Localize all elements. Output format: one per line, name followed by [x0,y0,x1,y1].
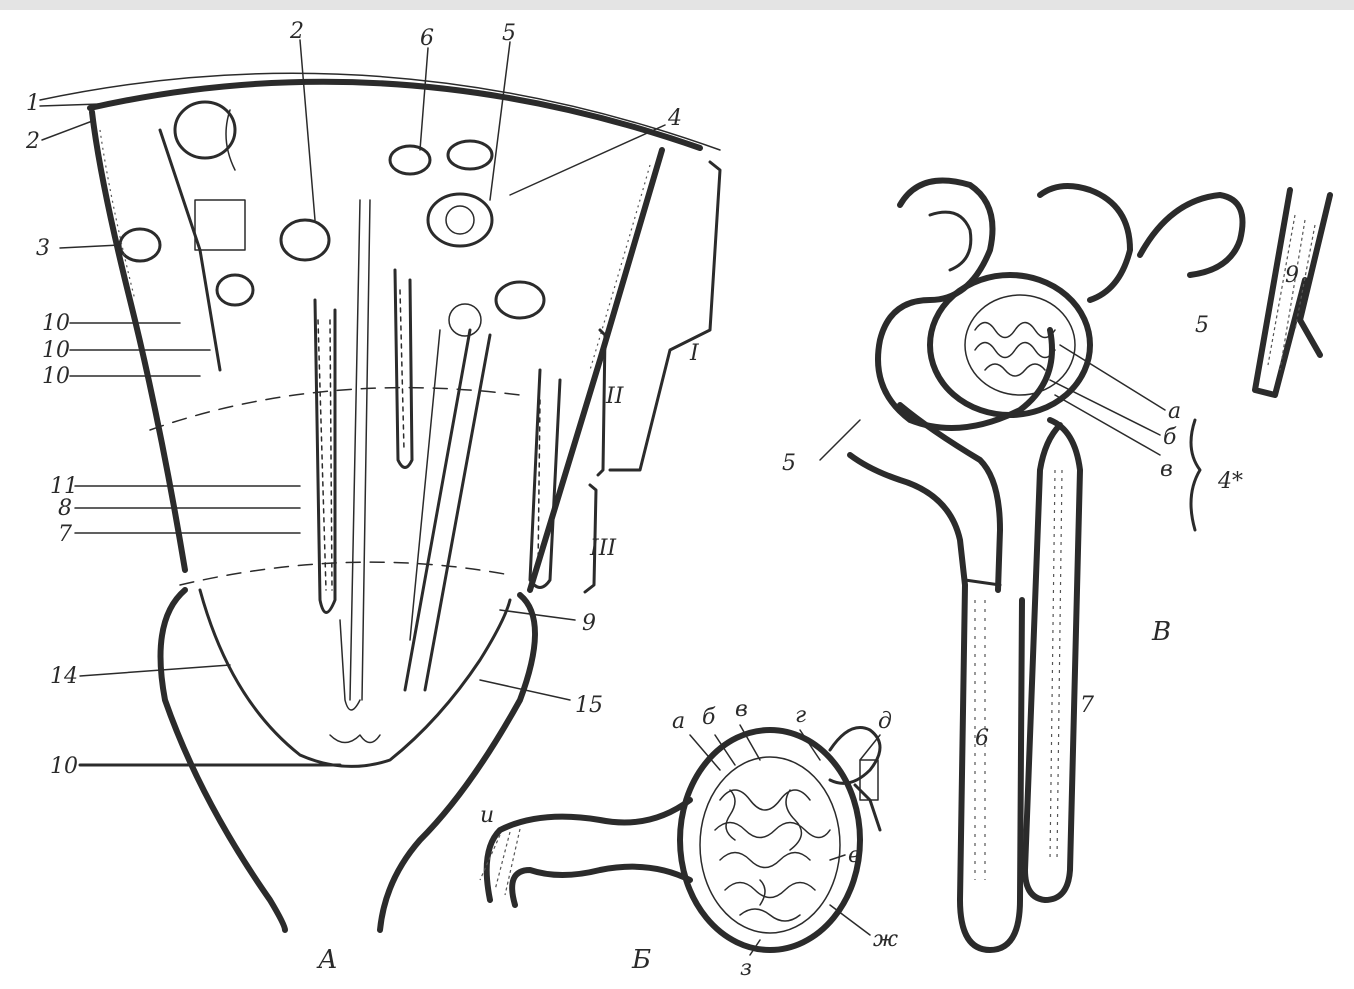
label-a-3: 3 [36,236,50,261]
label-a-6: 6 [420,26,434,51]
label-b-a: а [672,709,685,734]
label-a-zone-III: III [589,536,617,561]
label-a-10-bottom: 10 [50,754,78,779]
panel-label-a: А [316,945,338,975]
label-b-d: д [878,709,892,734]
label-b-v: в [735,697,748,722]
label-v-9: 9 [1285,263,1299,288]
label-a-zone-I: I [689,341,700,366]
label-b-b: б [702,705,716,730]
panel-a-renal-lobe [40,73,720,930]
panel-b-renal-corpuscle [480,728,880,951]
label-a-10-second: 10 [42,338,70,363]
label-v-7: 7 [1080,693,1094,718]
label-a-2-top: 2 [289,19,304,44]
label-v-5-left: 5 [782,451,796,476]
label-a-10-third: 10 [42,364,70,389]
label-a-15: 15 [575,693,603,718]
label-v-v: в [1160,457,1173,482]
lobe-left-border [92,112,185,570]
label-a-9: 9 [582,611,596,636]
panel-v-nephron [850,181,1330,951]
panel-label-b: Б [631,945,651,975]
label-a-4: 4 [667,106,682,131]
glomerular-capsule [680,730,860,950]
label-v-6: 6 [975,726,989,751]
label-a-5: 5 [502,21,516,46]
label-v-a: а [1168,399,1181,424]
label-b-e: е [848,843,861,868]
label-v-b: б [1163,425,1177,450]
label-b-zh: ж [873,927,898,952]
label-a-14: 14 [50,664,78,689]
label-a-7: 7 [58,522,72,547]
label-a-10-first: 10 [42,311,70,336]
label-a-2-left: 2 [25,129,40,154]
label-b-i: и [480,803,494,828]
label-a-1: 1 [26,91,40,116]
label-b-g: г [795,703,806,728]
label-a-zone-II: II [605,384,625,409]
label-a-8: 8 [58,496,72,521]
label-v-5-top: 5 [1195,313,1209,338]
label-b-z: з [740,956,752,981]
label-v-4star: 4* [1217,469,1243,494]
panel-label-v: В [1151,617,1171,647]
calyx-left-wall [161,590,286,930]
